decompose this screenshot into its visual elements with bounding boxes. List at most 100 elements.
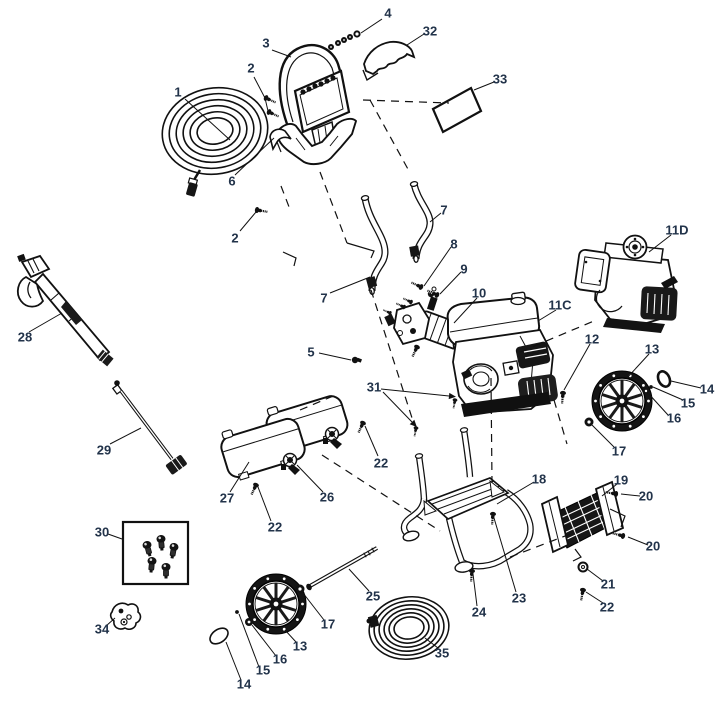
detent-beads-4: [328, 30, 361, 50]
callout-16-22: 16: [273, 652, 287, 667]
leader-line-part-8: [423, 246, 452, 287]
callout-2-1: 2: [247, 61, 254, 76]
engine-11c: [446, 291, 558, 417]
leader-line-part-6: [234, 137, 275, 176]
callout-25-35: 25: [366, 589, 380, 604]
leader-line-part-22: [364, 425, 379, 457]
callout-6-6: 6: [228, 174, 235, 189]
leader-line-part-10: [453, 297, 478, 324]
alignment-corner-mark: [346, 242, 375, 259]
leader-line-part-4: [360, 18, 383, 34]
high-pressure-hose-coil-1: [161, 86, 269, 197]
callout-22-31: 22: [268, 520, 282, 535]
hose-coil-35: [366, 596, 450, 660]
alignment-dashed-line: [319, 171, 348, 244]
callout-19-26: 19: [614, 473, 628, 488]
callout-23-33: 23: [512, 591, 526, 606]
spray-gun-28: [16, 253, 114, 367]
alignment-dashed-line: [369, 99, 410, 172]
alignment-dashed-line: [370, 289, 413, 419]
callout-31-41: 31: [367, 380, 381, 395]
nut-17-right: [584, 417, 594, 427]
alignment-dashed-line: [299, 393, 339, 411]
frame-18: [400, 427, 534, 573]
pin-15-bottom: [235, 610, 239, 614]
screw-hardware: [248, 94, 627, 602]
arrowhead-part-31: [448, 392, 456, 400]
alignment-dashed-line: [280, 185, 292, 213]
leader-line-part-20: [627, 536, 649, 546]
leader-line-part-17: [591, 424, 615, 448]
wheel-13-right: [590, 369, 654, 433]
leader-line-part-31: [382, 391, 413, 423]
leader-line-part-25: [348, 568, 370, 592]
leader-line-part-13: [626, 353, 650, 379]
callout-15-20: 15: [256, 663, 270, 678]
leader-line-part-15: [238, 613, 260, 668]
leader-line-part-24: [472, 573, 478, 607]
pin-15-right: [649, 385, 653, 389]
callout-4-4: 4: [384, 6, 392, 21]
leader-line-part-11D: [648, 234, 672, 253]
callout-35-45: 35: [435, 646, 449, 661]
leader-line-part-7: [429, 212, 442, 223]
leader-line-part-17: [302, 592, 325, 621]
fitting-34: [109, 602, 142, 630]
leader-line-part-32: [406, 33, 425, 46]
leader-line-part-15: [652, 386, 684, 401]
handle-assembly-3: [276, 43, 358, 166]
oring-14-bottom: [209, 627, 229, 645]
engine-11d: [574, 234, 678, 333]
leader-line-part-19: [601, 483, 618, 497]
leader-line-part-28: [28, 312, 63, 333]
leader-line-part-5: [318, 352, 352, 361]
leader-line-part-3: [271, 49, 292, 58]
alignment-corner-mark: [572, 548, 582, 562]
leader-line-part-29: [109, 427, 142, 445]
nozzle-kit-30: [121, 520, 190, 586]
leader-line-part-20: [620, 493, 641, 497]
callout-20-28: 20: [646, 539, 660, 554]
alignment-corner-mark: [609, 508, 626, 528]
hose-hook-bracket-6: [269, 128, 292, 153]
alignment-dashed-line: [321, 454, 441, 532]
arrowhead-part-31: [409, 419, 417, 428]
leader-line-part-22: [585, 591, 604, 604]
callout-22-30: 22: [374, 456, 388, 471]
leader-line-part-11C: [537, 309, 557, 322]
callout-24-34: 24: [472, 605, 487, 620]
callout-28-38: 28: [18, 330, 32, 345]
callout-10-11: 10: [472, 286, 486, 301]
callout-18-25: 18: [532, 472, 546, 487]
leader-line-part-30: [107, 533, 123, 540]
leader-line-part-14: [225, 641, 242, 681]
callout-34-44: 34: [95, 622, 110, 637]
handle-tube-7-left: [360, 195, 389, 296]
leader-line-part-16: [251, 624, 277, 657]
leader-line-part-12: [563, 343, 591, 391]
callout-20-27: 20: [639, 489, 653, 504]
alignment-dashed-line: [362, 99, 450, 104]
callout-22-32: 22: [600, 600, 614, 615]
callout-3-3: 3: [262, 36, 269, 51]
callout-21-29: 21: [601, 577, 615, 592]
leader-line-part-2: [253, 76, 269, 112]
handle-tube-7-right: [409, 181, 434, 263]
spray-wand-29: [111, 380, 187, 475]
leader-line-part-2: [239, 211, 257, 232]
wheel-13-bottom: [244, 572, 308, 636]
callout-2-2: 2: [231, 231, 238, 246]
leader-line-part-34: [105, 617, 116, 627]
callout-11C-12: 11C: [548, 298, 572, 313]
detergent-tank-front-26: [220, 417, 306, 481]
leader-line-part-14: [670, 380, 702, 389]
callout-16-21: 16: [667, 411, 681, 426]
leader-line-part-22: [257, 486, 272, 522]
callout-17-23: 17: [612, 444, 626, 459]
callout-29-39: 29: [97, 443, 111, 458]
callout-17-24: 17: [321, 617, 335, 632]
leader-line-part-31: [380, 388, 450, 397]
callout-11D-13: 11D: [665, 223, 688, 238]
leader-line-part-35: [424, 637, 439, 649]
